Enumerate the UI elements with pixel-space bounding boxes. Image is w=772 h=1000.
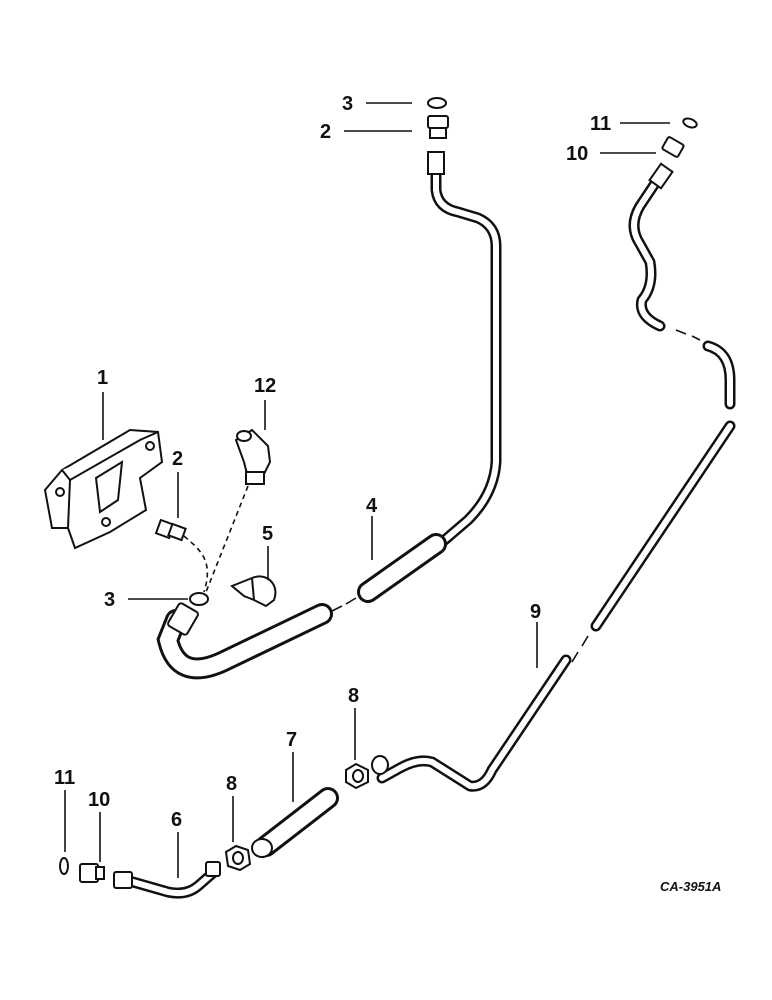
connector-part-10-top (661, 136, 685, 158)
callout-11-low: 11 (54, 767, 75, 789)
callout-3-top: 3 (342, 93, 353, 115)
callout-10-top: 10 (566, 143, 588, 165)
callout-8-low: 8 (226, 773, 237, 795)
callout-1: 1 (97, 367, 108, 389)
hose-part-4 (156, 151, 502, 680)
callout-4: 4 (366, 495, 378, 517)
callout-5: 5 (262, 523, 273, 545)
callout-labels: 3 2 11 10 1 12 2 4 5 3 9 8 7 11 10 8 6 C… (54, 93, 721, 894)
callout-11-top: 11 (590, 113, 611, 135)
callout-6: 6 (171, 809, 182, 831)
callout-8-mid: 8 (348, 685, 359, 707)
connector-part-2-top (427, 115, 449, 139)
nut-part-8-mid (345, 762, 369, 790)
tube-part-9 (371, 420, 736, 792)
callout-7: 7 (286, 729, 297, 751)
reference-code: CA-3951A (660, 879, 721, 894)
callout-3-mid: 3 (104, 589, 115, 611)
connector-part-2-mid (154, 518, 187, 542)
o-ring-part-3-top (427, 97, 447, 109)
callout-12: 12 (254, 375, 276, 397)
nut-part-8-low (224, 844, 252, 872)
o-ring-part-11-low (59, 857, 69, 875)
leader-lines (64, 102, 670, 878)
o-ring-part-3-mid (189, 592, 209, 606)
hose-part-7 (251, 787, 339, 858)
clamp-part-5 (230, 575, 277, 608)
tube-part-6 (113, 861, 221, 899)
o-ring-part-11-top (682, 117, 698, 129)
callout-2-mid: 2 (172, 448, 183, 470)
callout-10-low: 10 (88, 789, 110, 811)
install-line (183, 535, 209, 593)
elbow-fitting-part-12 (234, 428, 272, 485)
connector-part-10-low (79, 863, 105, 883)
callout-9: 9 (530, 601, 541, 623)
callout-2-top: 2 (320, 121, 331, 143)
tube-right-upper (628, 162, 736, 410)
install-line (205, 485, 249, 593)
bracket-part-1 (43, 428, 164, 550)
